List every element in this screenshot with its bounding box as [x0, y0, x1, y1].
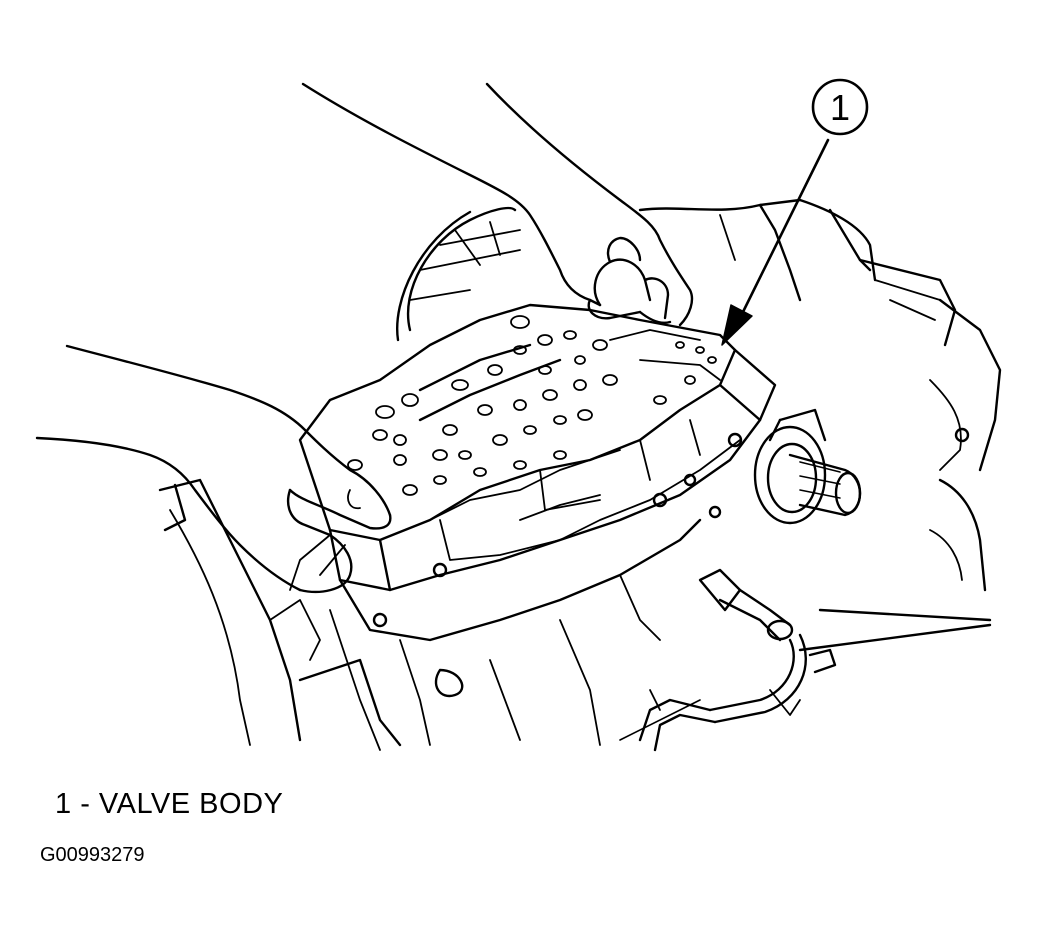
transmission-case: [160, 200, 1000, 750]
legend-entry: 1 - VALVE BODY: [55, 788, 283, 821]
callout-arrowhead: [722, 305, 752, 345]
callout-circle: [813, 80, 867, 134]
valve-body: [300, 305, 775, 640]
valve-body-installation-illustration: 1: [0, 0, 1043, 780]
callout-1: 1: [722, 80, 867, 345]
callout-leader-line: [740, 140, 828, 318]
valve-body-bores: [348, 316, 716, 495]
lower-left-hand: [67, 346, 390, 515]
callout-number: 1: [830, 87, 850, 128]
legend-separator: -: [71, 788, 99, 820]
output-shaft: [755, 410, 860, 523]
wiring-harness: [620, 570, 835, 750]
legend-label: VALVE BODY: [98, 788, 284, 820]
upper-right-hand: [487, 84, 692, 325]
figure-id: G00993279: [40, 844, 145, 866]
legend-number: 1: [55, 788, 72, 820]
upper-left-hand: [303, 84, 600, 305]
technician-hands: [37, 84, 692, 592]
